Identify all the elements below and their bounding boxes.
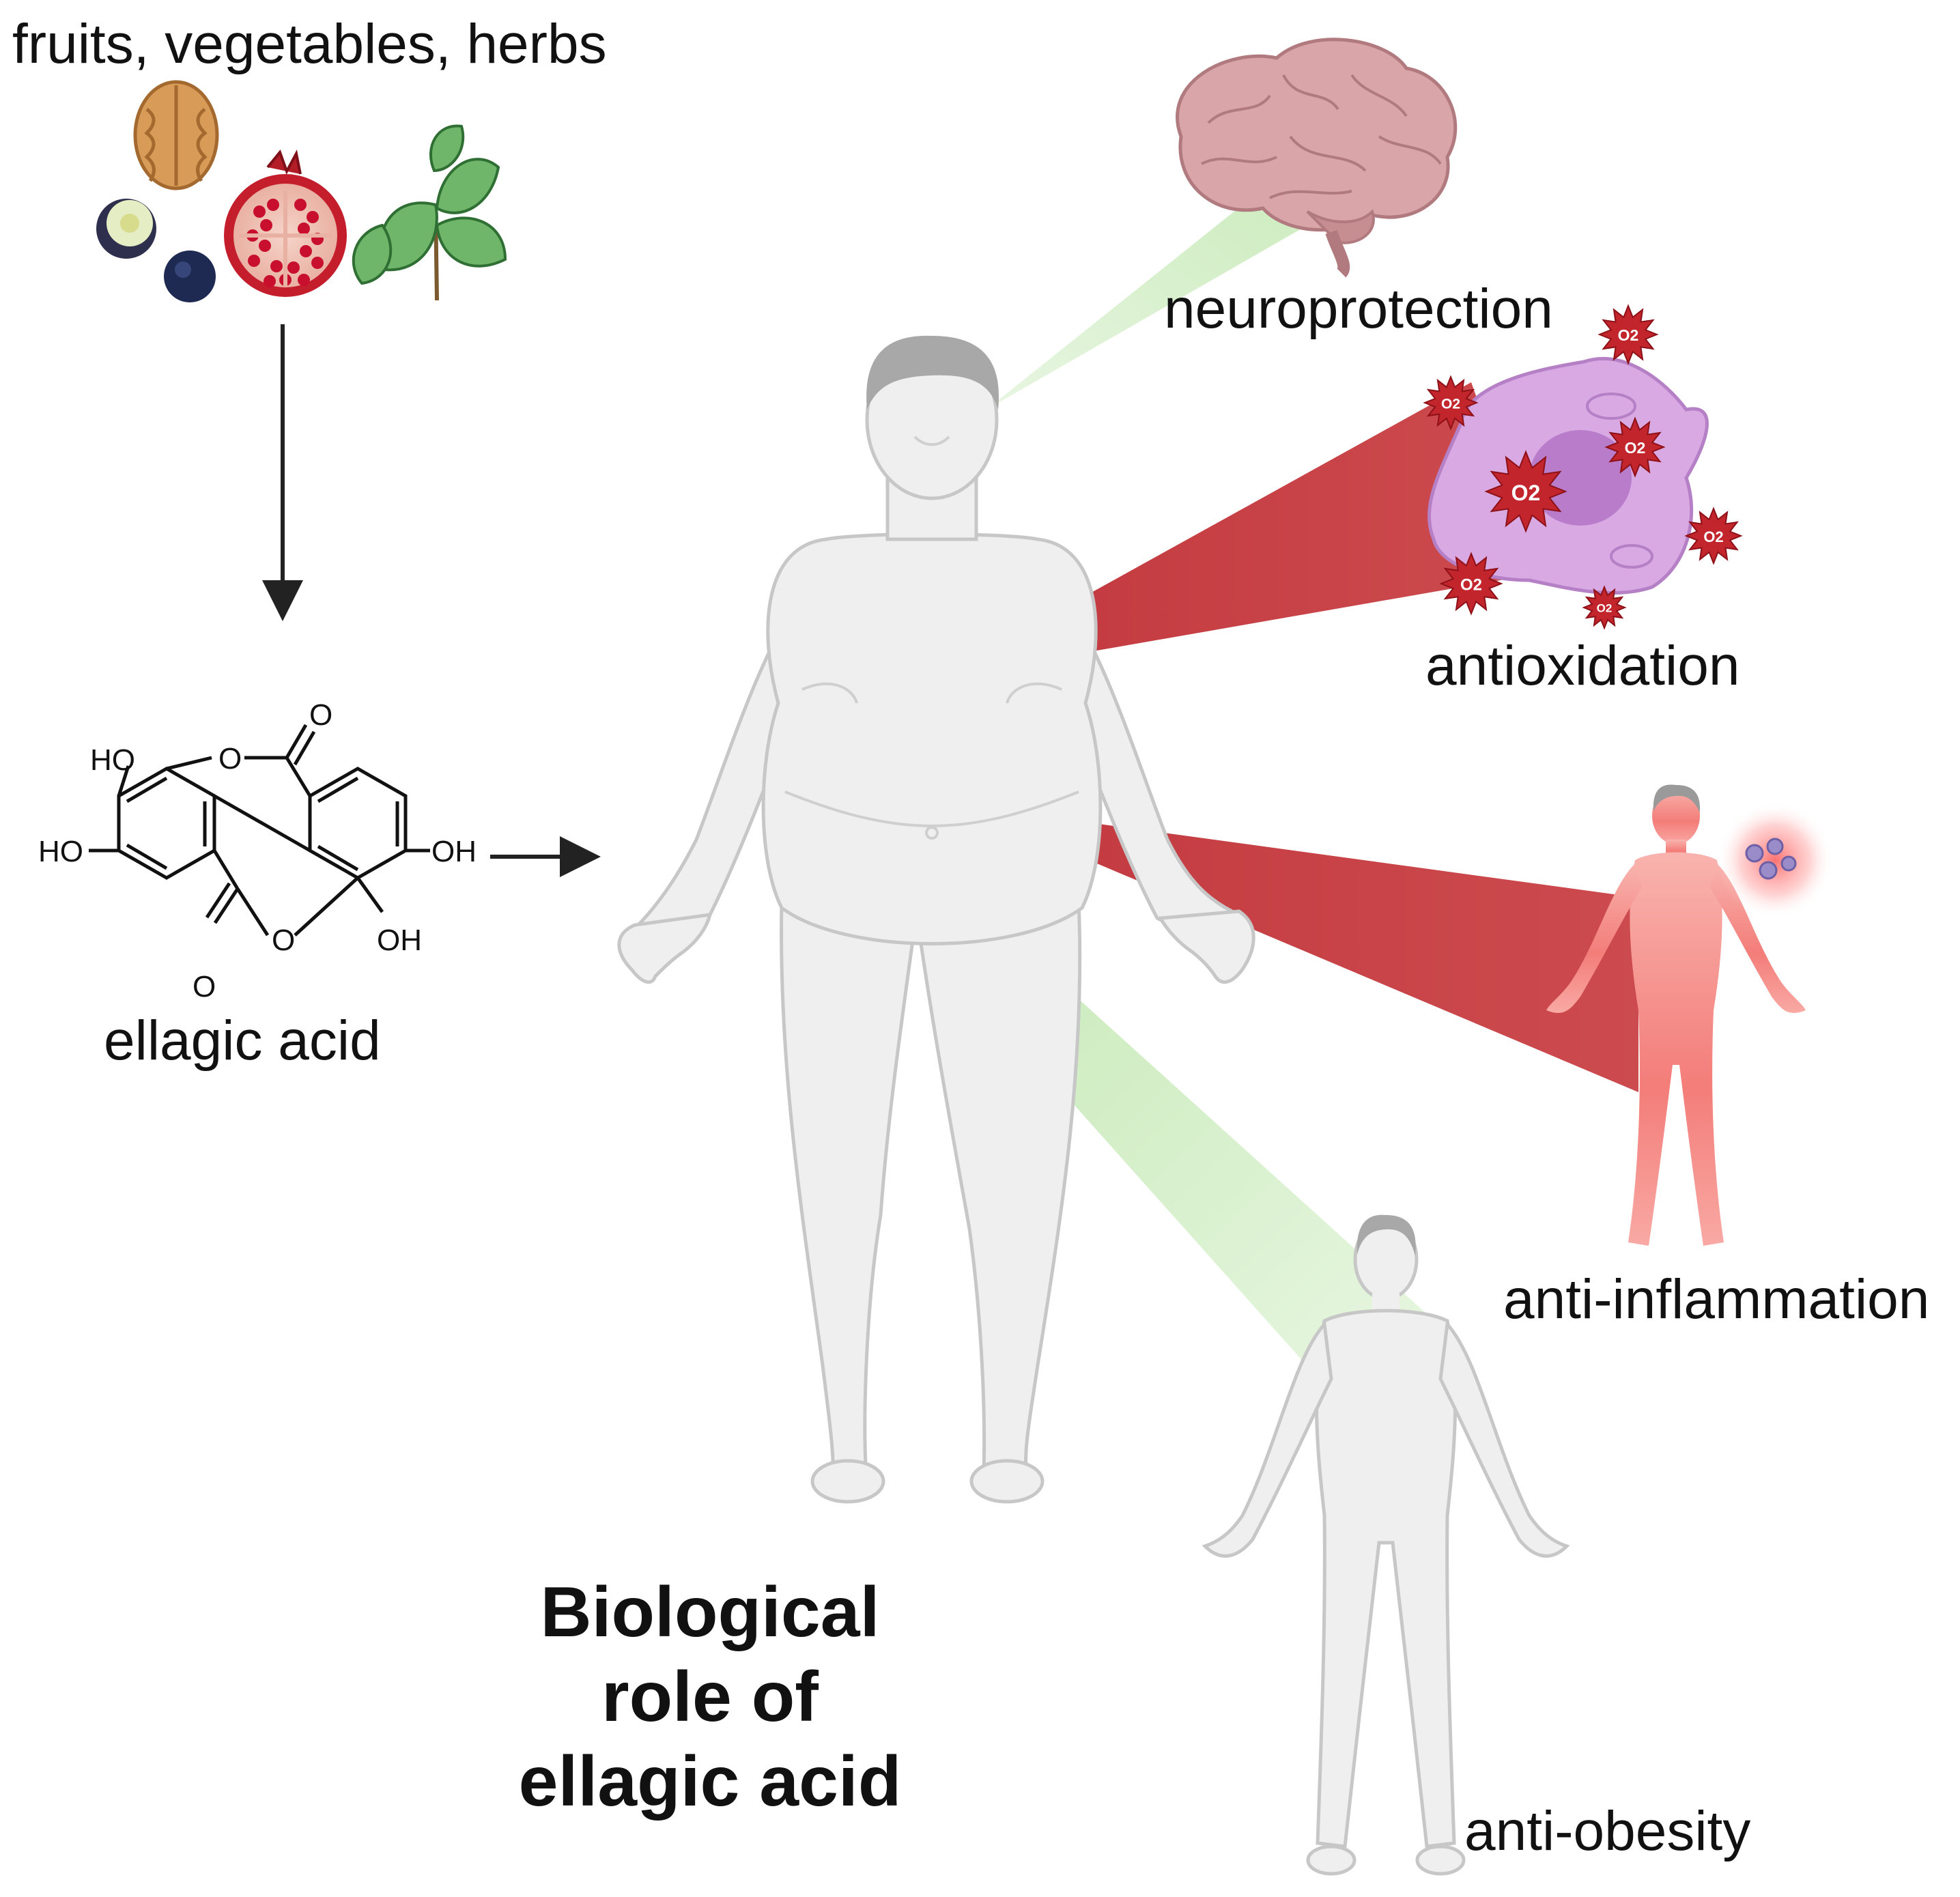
beam-neuroprotection [986,191,1307,410]
ros-label: O2 [1597,602,1613,615]
beam-antioxidation [1089,382,1539,652]
ellagic-acid-structure [89,724,430,937]
blueberry-icon [164,251,216,302]
pomegranate-icon [224,149,347,297]
ros-label: O2 [1625,439,1646,457]
herb-leaf-icon [352,124,507,301]
fig-icon [96,199,156,259]
oxidative-cell-icon [1428,356,1709,595]
obese-body-details [784,436,1079,840]
effect-anti-inflammation-label: anti-inflammation [1503,1268,1930,1330]
inflamed-hair [1653,784,1701,812]
ros-label: O2 [1460,576,1482,595]
atom-ho-left: HO [38,835,83,868]
sources-label: fruits, vegetables, herbs [12,13,607,75]
title-line-1: Biological [540,1573,880,1652]
obese-body-figure [617,339,1255,1504]
ros-label: O2 [1441,396,1460,412]
beam-anti-inflammation [1089,823,1638,1092]
ros-label: O2 [1618,326,1639,344]
ros-burst-icon [1484,450,1567,533]
atom-oh-bottom: OH [377,924,422,957]
effect-antioxidation-label: antioxidation [1425,635,1740,697]
ros-burst-icon [1604,416,1666,478]
atom-oh-right: OH [431,835,477,868]
slim-hair [1357,1214,1416,1256]
ros-label: O2 [1703,528,1723,545]
ros-burst-icon [1423,375,1479,431]
walnut-icon [133,80,219,190]
atom-o-ring-top: O [218,742,242,775]
atom-ho-top: HO [90,743,135,777]
ros-label: O2 [1511,481,1541,505]
effect-anti-obesity-label: anti-obesity [1464,1800,1751,1862]
diagram-title: Biological role of ellagic acid [437,1570,983,1824]
ros-burst-icon [1684,507,1743,565]
ros-burst-icon [1582,585,1627,630]
compound-label: ellagic acid [104,1010,381,1072]
ros-burst-icon [1439,552,1503,616]
title-line-2: role of [601,1657,819,1737]
effect-neuroprotection-label: neuroprotection [1164,278,1553,340]
atom-o-top: O [309,698,332,732]
ellagic-acid-atom-labels: O O HO HO OH OH O O [38,698,477,1003]
title-line-3: ellagic acid [518,1742,902,1821]
ros-burst-icon [1597,304,1659,365]
brain-icon [1176,38,1458,278]
slim-body-figure [1202,1218,1570,1876]
atom-o-ring-bottom: O [272,924,295,957]
atom-o-bottom: O [193,970,216,1003]
obese-hair [866,335,999,410]
beam-anti-obesity [1045,990,1461,1389]
immune-cells-icon [1745,838,1797,880]
inflammation-glow [1717,802,1833,918]
